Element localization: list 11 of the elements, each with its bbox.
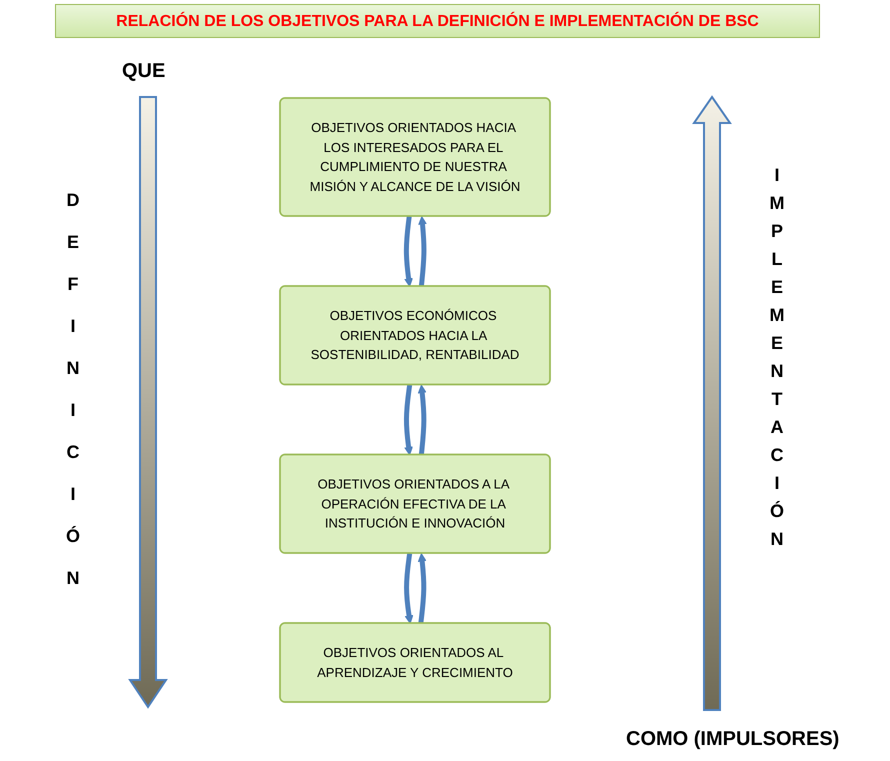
vertical-label: IMPLEMENTACIÓN [766,165,787,557]
top-label: QUE [122,60,166,83]
title-banner: RELACIÓN DE LOS OBJETIVOS PARA LA DEFINICIÓN E IMPLEMENTACIÓN DE BSC [55,4,820,38]
bottom-label: COMO (IMPULSORES) [626,728,840,751]
arrow [418,384,427,456]
arrow [418,216,427,287]
arrow [404,216,413,287]
arrow [404,384,413,456]
arrow [404,553,414,624]
arrow [418,553,427,624]
vertical-label: DEFINICIÓN [62,190,83,610]
